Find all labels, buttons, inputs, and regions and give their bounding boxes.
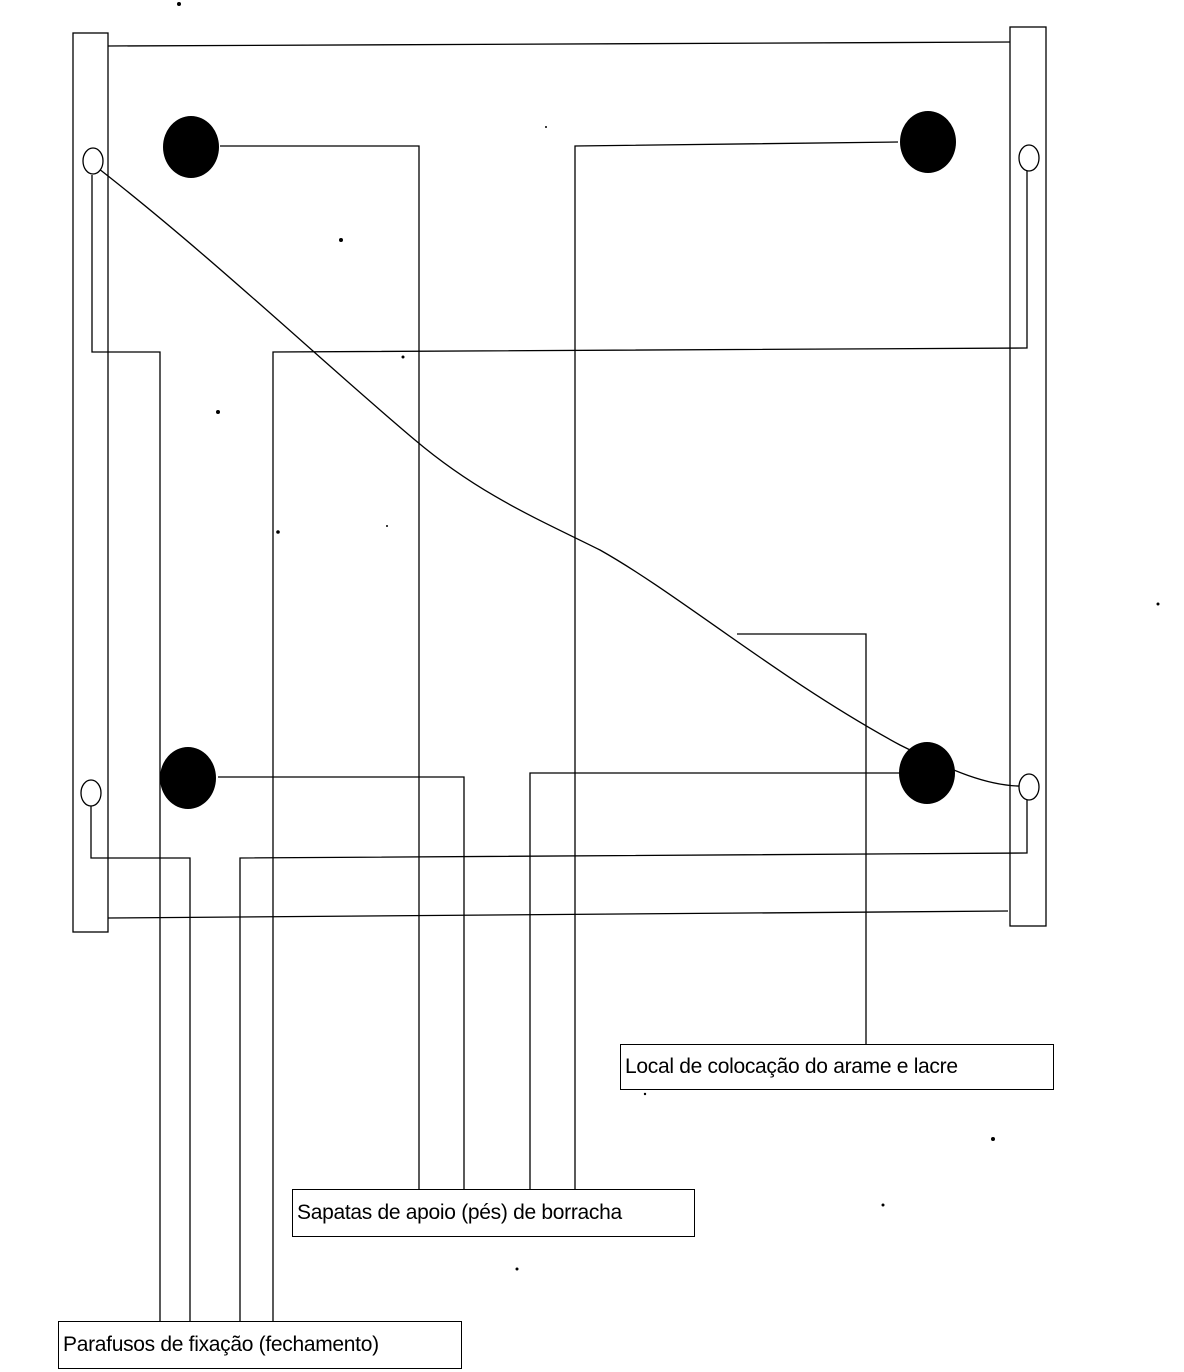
rubber-foot-bottom-left bbox=[160, 747, 216, 809]
screw-bottom-right bbox=[1018, 773, 1040, 801]
rubber-foot-top-left bbox=[163, 116, 219, 178]
seal-wire bbox=[93, 164, 1029, 787]
rubber-feet bbox=[160, 111, 956, 809]
leader-lines-screws bbox=[90, 170, 1028, 1321]
screw-top-right bbox=[1018, 144, 1040, 172]
label-wire-seal-location: Local de colocação do arame e lacre bbox=[620, 1044, 1054, 1090]
fixing-screws bbox=[80, 144, 1040, 807]
screw-top-left bbox=[82, 147, 104, 175]
rubber-foot-bottom-right bbox=[899, 742, 955, 804]
rubber-foot-top-right bbox=[900, 111, 956, 173]
label-fixing-screws: Parafusos de fixação (fechamento) bbox=[58, 1321, 462, 1369]
scan-noise bbox=[177, 2, 1160, 1271]
screw-bottom-left bbox=[80, 779, 102, 807]
leader-line-wire-seal bbox=[737, 633, 867, 1044]
leader-lines-rubber-feet bbox=[218, 141, 900, 1189]
label-rubber-feet: Sapatas de apoio (pés) de borracha bbox=[292, 1189, 695, 1237]
housing-outline bbox=[107, 41, 1013, 919]
